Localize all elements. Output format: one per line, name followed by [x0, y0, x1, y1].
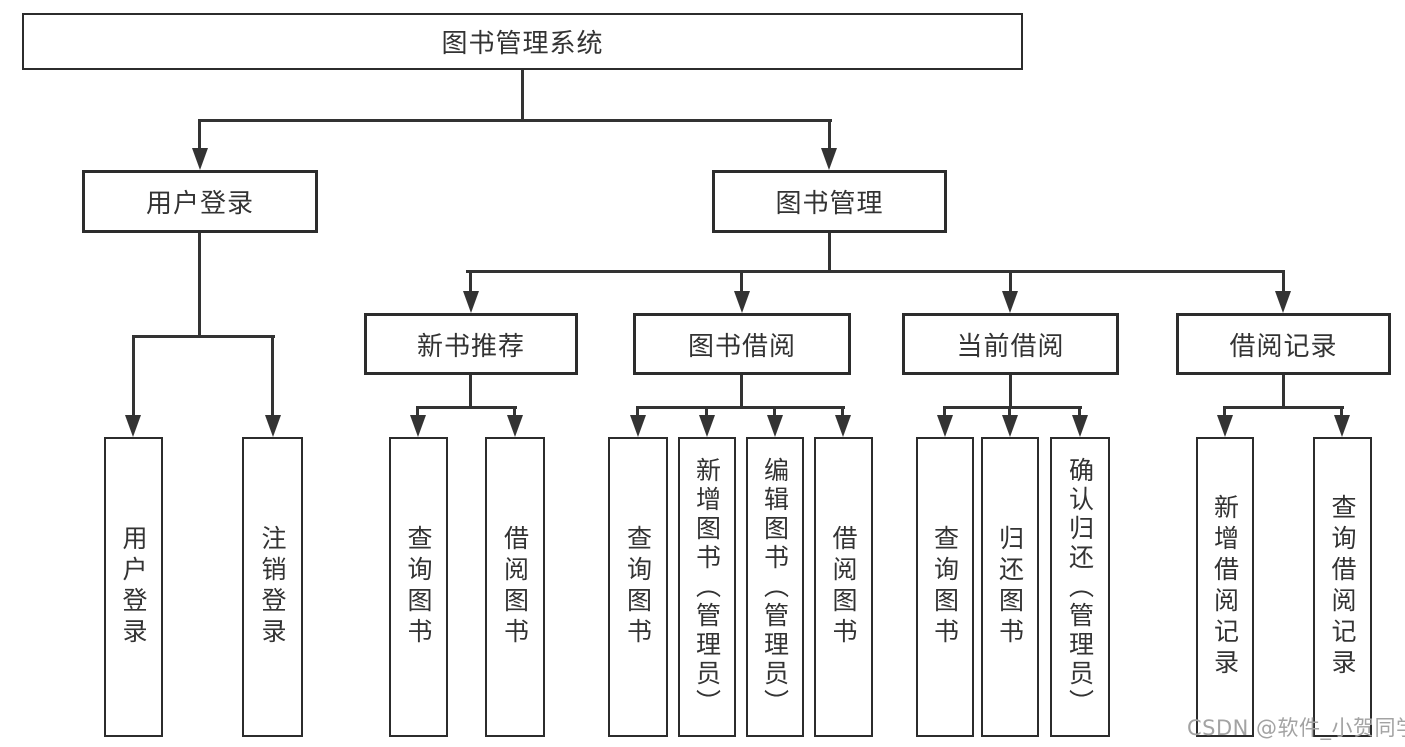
node-current-borrowing: 当前借阅 [902, 313, 1119, 375]
leaf-user-login: 用户登录 [104, 437, 163, 737]
arrow-down-icon [463, 291, 479, 313]
arrow-down-icon [265, 415, 281, 437]
arrow-down-icon [410, 415, 426, 437]
node-book-management: 图书管理 [712, 170, 947, 233]
connector-line [705, 406, 708, 417]
arrow-down-icon [937, 415, 953, 437]
connector-line [469, 270, 472, 293]
arrow-down-icon [507, 415, 523, 437]
leaf-query-books-borrowing: 查询图书 [608, 437, 668, 737]
node-user-login: 用户登录 [82, 170, 318, 233]
arrow-down-icon [734, 291, 750, 313]
connector-line [636, 406, 639, 417]
leaf-query-books-current: 查询图书 [916, 437, 974, 737]
arrow-down-icon [767, 415, 783, 437]
leaf-return-books: 归还图书 [981, 437, 1039, 737]
node-new-book-recommendation: 新书推荐 [364, 313, 578, 375]
connector-line [1009, 270, 1012, 293]
leaf-query-borrow-record: 查询借阅记录 [1313, 437, 1372, 737]
connector-line [740, 270, 743, 293]
arrow-down-icon [125, 415, 141, 437]
arrow-down-icon [821, 148, 837, 170]
arrow-down-icon [630, 415, 646, 437]
connector-line [1223, 406, 1226, 417]
leaf-logout: 注销登录 [242, 437, 303, 737]
connector-line [198, 119, 832, 122]
connector-line [1078, 406, 1081, 417]
connector-line [828, 233, 831, 272]
node-borrowing-records: 借阅记录 [1176, 313, 1391, 375]
connector-line [773, 406, 776, 417]
arrow-down-icon [1334, 415, 1350, 437]
node-library-management-system: 图书管理系统 [22, 13, 1023, 70]
connector-line [1340, 406, 1343, 417]
leaf-edit-books-admin: 编辑图书（管理员） [746, 437, 804, 737]
connector-line [1008, 406, 1011, 417]
arrow-down-icon [1072, 415, 1088, 437]
connector-line [198, 233, 201, 337]
connector-line [943, 406, 946, 417]
arrow-down-icon [1002, 415, 1018, 437]
arrow-down-icon [835, 415, 851, 437]
connector-line [513, 406, 516, 417]
connector-line [416, 406, 419, 417]
arrow-down-icon [1275, 291, 1291, 313]
connector-line [469, 375, 472, 408]
leaf-confirm-return-admin: 确认归还（管理员） [1050, 437, 1110, 737]
connector-line [1009, 375, 1012, 408]
connector-line [841, 406, 844, 417]
arrow-down-icon [699, 415, 715, 437]
connector-line [416, 406, 517, 409]
leaf-query-books-newbook: 查询图书 [389, 437, 448, 737]
node-book-borrowing: 图书借阅 [633, 313, 851, 375]
connector-line [1282, 270, 1285, 293]
connector-line [132, 335, 135, 417]
leaf-borrow-books-newbook: 借阅图书 [485, 437, 545, 737]
leaf-add-borrow-record: 新增借阅记录 [1196, 437, 1254, 737]
watermark: CSDN @软件_小贺同学 [1187, 716, 1405, 740]
connector-line [271, 335, 274, 417]
connector-line [828, 119, 831, 150]
connector-line [740, 375, 743, 408]
arrow-down-icon [1002, 291, 1018, 313]
connector-line [521, 70, 524, 122]
arrow-down-icon [192, 148, 208, 170]
connector-line [198, 119, 201, 150]
connector-line [1223, 406, 1344, 409]
connector-line [636, 406, 845, 409]
leaf-borrow-books-borrowing: 借阅图书 [814, 437, 873, 737]
connector-line [943, 406, 1082, 409]
leaf-add-books-admin: 新增图书（管理员） [678, 437, 736, 737]
connector-line [1282, 375, 1285, 408]
connector-line [132, 335, 275, 338]
connector-line [466, 270, 1284, 273]
arrow-down-icon [1217, 415, 1233, 437]
